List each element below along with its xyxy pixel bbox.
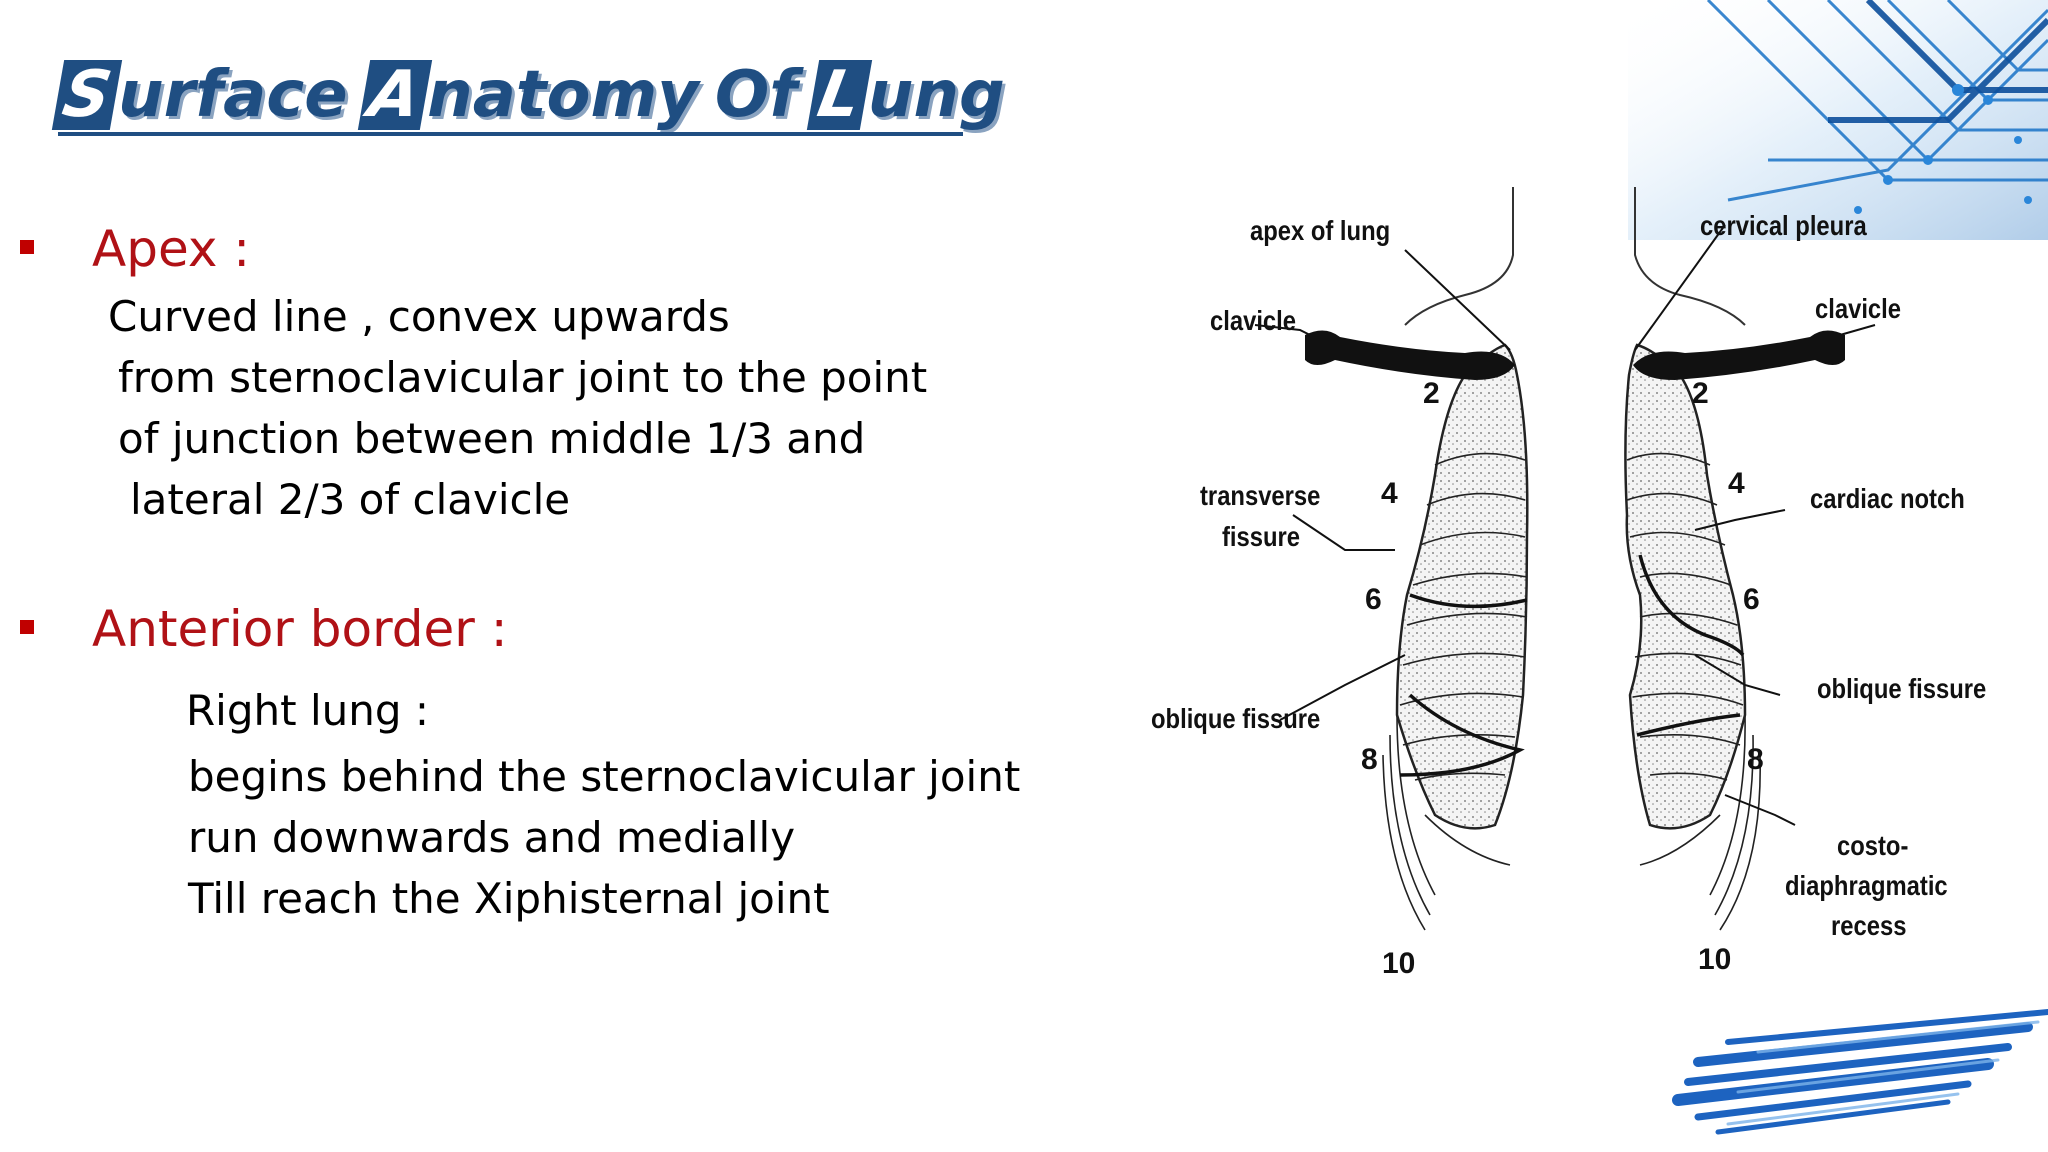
- rib-number: 4: [1728, 467, 1745, 500]
- label-transverse: transverse: [1200, 480, 1321, 511]
- anterior-line: begins behind the sternoclavicular joint: [188, 752, 1021, 801]
- label-oblique-fissure-right: oblique fissure: [1817, 673, 1987, 704]
- title-cap-letter: S: [51, 58, 123, 132]
- apex-heading: Apex :: [92, 220, 251, 278]
- title-word: Lung: [806, 58, 1005, 132]
- title-cap-letter: L: [806, 58, 873, 132]
- label-cervical-pleura: cervical pleura: [1700, 210, 1867, 241]
- rib-number: 2: [1423, 377, 1440, 410]
- lung-drawing: [1254, 187, 1876, 931]
- title-word: Of: [714, 58, 798, 132]
- anterior-border-heading: Anterior border :: [92, 600, 508, 658]
- title-cap-letter: A: [357, 58, 432, 132]
- apex-line: lateral 2/3 of clavicle: [130, 475, 571, 524]
- label-clavicle-right: clavicle: [1815, 293, 1902, 324]
- rib-number: 8: [1361, 743, 1378, 776]
- label-apex-of-lung: apex of lung: [1250, 215, 1391, 246]
- circuit-decoration-top-right: [1628, 0, 2048, 240]
- rib-number: 6: [1743, 583, 1760, 616]
- label-cardiac-notch: cardiac notch: [1810, 483, 1965, 514]
- bullet-icon: [20, 620, 34, 634]
- anterior-line: run downwards and medially: [188, 813, 796, 862]
- rib-number: 10: [1382, 947, 1416, 980]
- title-underline: [58, 132, 963, 136]
- rib-number: 4: [1381, 477, 1398, 510]
- label-clavicle-left: clavicle: [1210, 305, 1297, 336]
- title-word: Anatomy: [357, 58, 699, 132]
- bullet-icon: [20, 240, 34, 254]
- label-recess: recess: [1831, 910, 1907, 941]
- rib-number: 10: [1698, 943, 1732, 976]
- label-costo: costo-: [1837, 830, 1909, 861]
- rib-number: 2: [1692, 377, 1709, 410]
- streak-decoration-bottom-right: [1672, 1009, 2048, 1135]
- lung-diagram: apex of lung cervical pleura clavicle cl…: [1135, 175, 2015, 1025]
- rib-number: 8: [1747, 743, 1764, 776]
- label-oblique-fissure-left: oblique fissure: [1151, 703, 1321, 734]
- anterior-line: Right lung :: [186, 686, 430, 735]
- anterior-line: Till reach the Xiphisternal joint: [188, 874, 830, 923]
- label-diaphragmatic: diaphragmatic: [1785, 870, 1948, 901]
- rib-number: 6: [1365, 583, 1382, 616]
- apex-line: Curved line , convex upwards: [108, 292, 730, 341]
- apex-line: of junction between middle 1/3 and: [118, 414, 866, 463]
- title-word: Surface: [51, 58, 348, 132]
- label-fissure: fissure: [1222, 521, 1301, 552]
- apex-line: from sternoclavicular joint to the point: [118, 353, 928, 402]
